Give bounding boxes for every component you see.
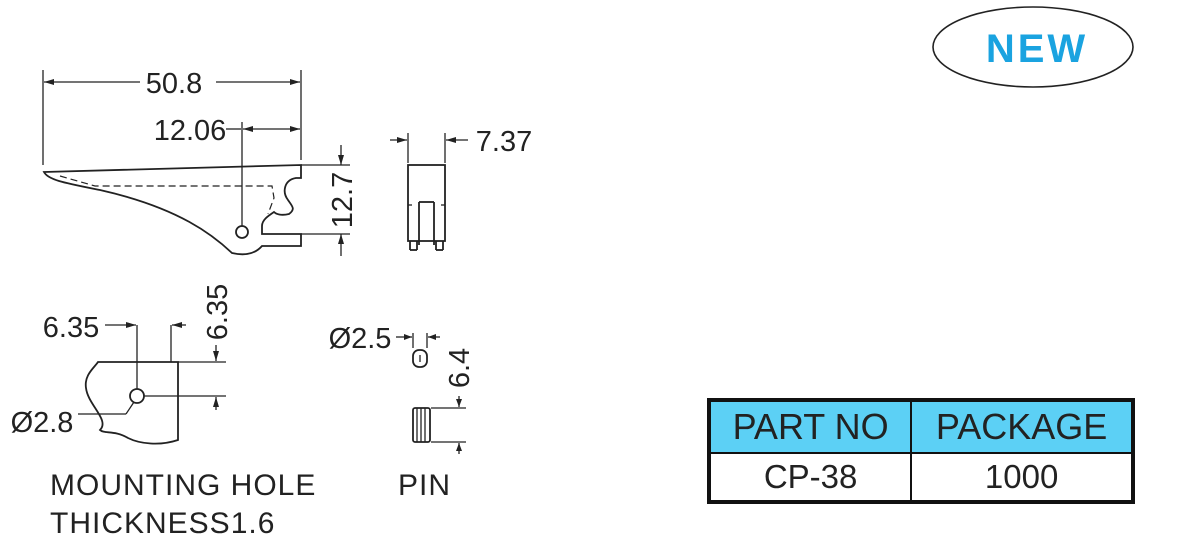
- dim-height-text: 12.7: [327, 172, 359, 228]
- pin-label: PIN: [398, 469, 451, 502]
- dim-pin-dia-text: Ø2.5: [329, 323, 392, 355]
- dim-hole-dia-text: Ø2.8: [11, 407, 74, 439]
- header-package: PACKAGE: [910, 399, 1134, 454]
- cell-part-no: CP-38: [707, 452, 913, 503]
- dim-offset-text: 12.06: [154, 115, 227, 147]
- mounting-hole-circle: [129, 388, 145, 404]
- clip-outline: [42, 164, 302, 256]
- new-badge-text: NEW: [986, 27, 1088, 71]
- clip-side-view: [42, 164, 302, 256]
- mounting-plate-outline: [84, 361, 179, 445]
- mounting-hole-detail: 6.35 6.35 Ø2.8: [11, 284, 234, 445]
- table-row: CP-38 1000: [707, 452, 1134, 503]
- mounting-hole-label: MOUNTING HOLE: [50, 469, 316, 502]
- clip-pin-hole: [235, 225, 249, 239]
- spec-table: PART NO PACKAGE CP-38 1000: [707, 398, 1135, 504]
- dim-hole-y-text: 6.35: [202, 284, 234, 340]
- pin-detail: Ø2.5 6.4: [329, 323, 476, 454]
- cell-package: 1000: [910, 452, 1134, 503]
- dim-hole-x-text: 6.35: [43, 312, 99, 344]
- dim-pin-len-text: 6.4: [444, 348, 476, 388]
- dim-offset: 12.06: [154, 115, 300, 226]
- dim-length: 50.8: [42, 68, 302, 165]
- thickness-label: THICKNESS1.6: [50, 507, 275, 540]
- dim-width: 7.37: [390, 126, 532, 163]
- new-badge-ellipse: [932, 6, 1134, 88]
- clip-slot-dashed: [59, 175, 275, 215]
- dim-length-text: 50.8: [146, 68, 202, 100]
- new-badge: NEW: [932, 6, 1134, 88]
- dim-width-text: 7.37: [476, 126, 532, 158]
- spec-table-header-row: PART NO PACKAGE: [707, 399, 1134, 454]
- clip-end-view: [407, 164, 446, 251]
- dim-height: 12.7: [301, 145, 359, 256]
- pin-top-view: [412, 349, 428, 368]
- header-part-no: PART NO: [707, 399, 913, 454]
